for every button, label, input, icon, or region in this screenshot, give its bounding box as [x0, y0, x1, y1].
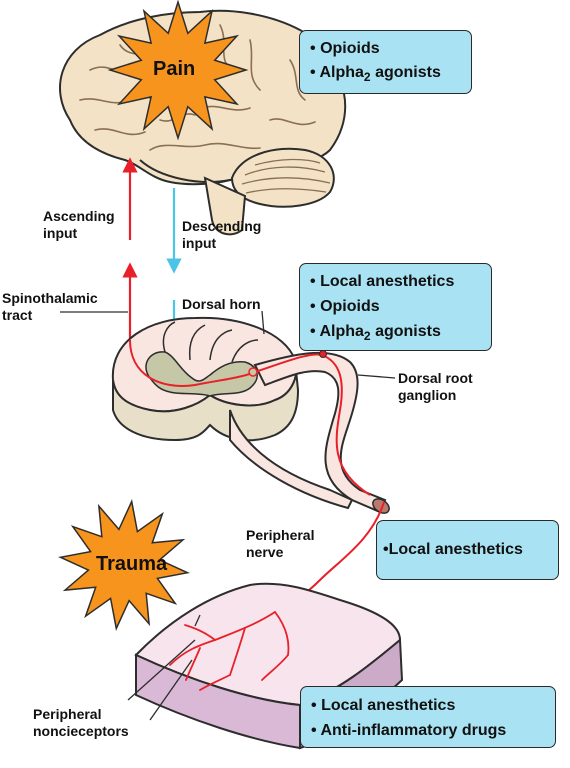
- ascending-input-label: Ascending input: [43, 208, 115, 241]
- spinothalamic-tract-label: Spinothalamic tract: [2, 290, 98, 323]
- drug-item-anti-inflammatory: • Anti-inflammatory drugs: [311, 722, 507, 739]
- trauma-burst-label: Trauma: [96, 553, 168, 575]
- drug-item-local-anesthetics: • Local anesthetics: [310, 273, 455, 290]
- bullet: •: [310, 323, 316, 340]
- bullet: •: [310, 273, 316, 290]
- leader-lines: [60, 310, 396, 721]
- drug-item-opioids: • Opioids: [310, 40, 380, 57]
- bullet: •: [310, 298, 316, 315]
- nerve-drug-box: •Local anesthetics: [376, 520, 559, 580]
- dorsal-root-ganglion-label: Dorsal root ganglion: [398, 370, 473, 403]
- dorsal-horn-label: Dorsal horn: [182, 296, 261, 312]
- bullet: •: [310, 40, 316, 57]
- peripheral-nerve-label: Peripheral nerve: [246, 527, 315, 560]
- drug-item-local-anesthetics: • Local anesthetics: [311, 697, 456, 714]
- tissue-drug-box: • Local anesthetics • Anti-inflammatory …: [300, 686, 556, 748]
- spinal-cord-illustration: [111, 316, 390, 514]
- bullet: •: [311, 722, 317, 739]
- trauma-burst-shape: [58, 499, 190, 631]
- drug-item-alpha2-agonists: • Alpha2 agonists: [310, 323, 441, 344]
- bullet: •: [310, 64, 316, 81]
- drug-item-opioids: • Opioids: [310, 298, 380, 315]
- drug-item-alpha2-agonists: • Alpha2 agonists: [310, 64, 441, 85]
- pain-burst-shape: [107, 0, 249, 141]
- descending-input-label: Descending input: [182, 218, 262, 251]
- spinal-drug-box: • Local anesthetics • Opioids • Alpha2 a…: [299, 263, 492, 351]
- peripheral-nociceptors-label: Peripheral noncieceptors: [33, 706, 129, 739]
- bullet: •: [311, 697, 317, 714]
- pain-burst-label: Pain: [153, 58, 196, 80]
- drug-item-local-anesthetics: •Local anesthetics: [383, 541, 523, 558]
- bullet: •: [383, 541, 389, 558]
- brain-drug-box: • Opioids • Alpha2 agonists: [299, 30, 472, 94]
